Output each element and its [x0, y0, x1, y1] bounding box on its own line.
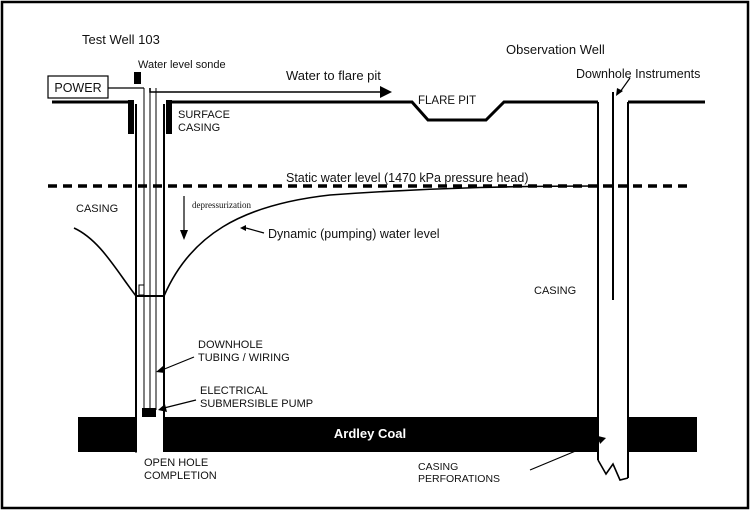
perforations-label-1: CASING [418, 461, 458, 473]
casing-left-label: CASING [76, 203, 118, 215]
tubing-leader [161, 356, 195, 371]
coal-layer-right [627, 417, 697, 452]
pump-label-1: ELECTRICAL [200, 385, 268, 397]
sonde-label: Water level sonde [138, 59, 226, 71]
discharge-pipe [149, 88, 380, 93]
surface-casing-right [166, 100, 172, 134]
downhole-instruments-label: Downhole Instruments [576, 67, 700, 81]
test-well-title: Test Well 103 [82, 32, 160, 47]
open-hole-label-2: COMPLETION [144, 470, 217, 482]
discharge-arrowhead [380, 86, 392, 98]
coal-label: Ardley Coal [334, 426, 406, 441]
casing-perforations-icon [604, 428, 618, 443]
pump-label-2: SUBMERSIBLE PUMP [200, 398, 313, 410]
power-box [47, 75, 109, 99]
sonde-probe [138, 284, 145, 296]
pump-leader [163, 399, 197, 409]
casing-right-label: CASING [534, 285, 576, 297]
observation-well-title: Observation Well [506, 42, 605, 57]
instruments-arrowhead [616, 88, 623, 96]
perforations-label-2: PERFORATIONS [418, 473, 500, 485]
surface-casing-label-2: CASING [178, 122, 220, 134]
submersible-pump [142, 408, 156, 417]
power-label: POWER [54, 81, 101, 95]
dynamic-level-label: Dynamic (pumping) water level [268, 227, 440, 241]
obs-well-break [597, 459, 629, 481]
water-level-sonde [134, 72, 141, 84]
water-to-flare-label: Water to flare pit [286, 68, 381, 83]
dynamic-water-level-left [73, 227, 137, 297]
open-hole-label-1: OPEN HOLE [144, 457, 208, 469]
depressurization-arrowhead [180, 230, 188, 240]
perforations-arrowhead [598, 436, 606, 444]
dynamic-level-leader [245, 227, 265, 234]
depressurization-label: depressurization [192, 200, 251, 210]
flare-pit-label: FLARE PIT [418, 95, 476, 107]
surface-casing-label-1: SURFACE [178, 109, 230, 121]
dynamic-water-level-right [163, 185, 599, 297]
coal-layer-middle [164, 417, 598, 452]
surface-casing-left [128, 100, 134, 134]
ground-surface [172, 100, 598, 122]
tubing-label-2: TUBING / WIRING [198, 352, 290, 364]
perforations-leader [529, 439, 603, 471]
instruments-leader [619, 77, 631, 93]
static-level-label: Static water level (1470 kPa pressure he… [286, 171, 529, 185]
pump-arrowhead [158, 404, 167, 412]
tubing-arrowhead [156, 366, 165, 373]
coal-layer-left [78, 417, 136, 452]
dynamic-level-arrowhead [240, 225, 246, 231]
tubing-label-1: DOWNHOLE [198, 339, 263, 351]
